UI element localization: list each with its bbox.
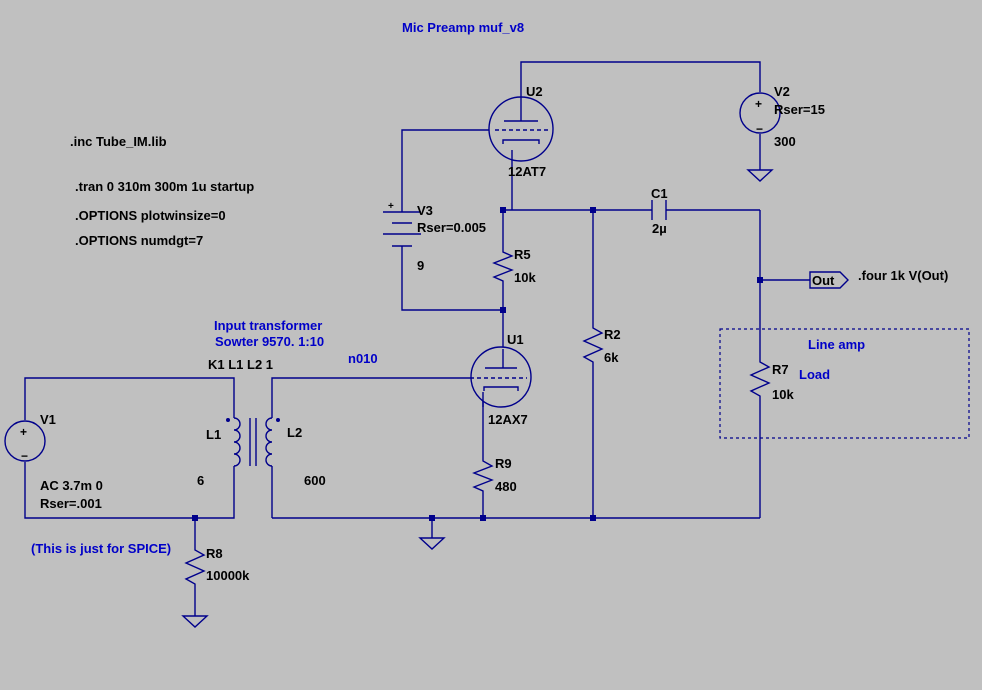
- v2-value[interactable]: 300: [774, 134, 796, 149]
- v2-name[interactable]: V2: [774, 84, 790, 99]
- c1-value[interactable]: 2µ: [652, 221, 667, 236]
- u1-model[interactable]: 12AX7: [488, 412, 528, 427]
- svg-text:−: −: [756, 122, 763, 136]
- coupling-directive[interactable]: K1 L1 L2 1: [208, 357, 273, 372]
- l1-name[interactable]: L1: [206, 427, 221, 442]
- transformer-note-line1: Input transformer: [214, 318, 322, 333]
- resistor-r5-symbol[interactable]: [492, 247, 514, 285]
- out-port-label: Out: [812, 273, 835, 288]
- wires: [24, 61, 810, 616]
- c1-name[interactable]: C1: [651, 186, 668, 201]
- line-amp-box: [719, 328, 970, 439]
- transformer-core-symbol: [249, 418, 257, 466]
- ground-icon: [746, 169, 774, 182]
- directive-options-numdgt[interactable]: .OPTIONS numdgt=7: [75, 233, 203, 248]
- r8-value[interactable]: 10000k: [206, 568, 250, 583]
- inductor-l2-symbol[interactable]: [265, 410, 280, 470]
- tube-u1-symbol[interactable]: [470, 346, 532, 408]
- line-amp-note: Line amp: [808, 337, 865, 352]
- r7-value[interactable]: 10k: [772, 387, 794, 402]
- spice-note: (This is just for SPICE): [31, 541, 171, 556]
- directive-four[interactable]: .four 1k V(Out): [858, 268, 948, 283]
- ground-icon: [418, 537, 446, 550]
- voltage-source-v2-symbol[interactable]: + −: [739, 92, 781, 136]
- r9-value[interactable]: 480: [495, 479, 517, 494]
- l1-value[interactable]: 6: [197, 473, 204, 488]
- net-label-n010: n010: [348, 351, 378, 366]
- r9-name[interactable]: R9: [495, 456, 512, 471]
- schematic-title: Mic Preamp muf_v8: [402, 20, 524, 35]
- r7-name[interactable]: R7: [772, 362, 789, 377]
- directive-inc[interactable]: .inc Tube_IM.lib: [70, 134, 167, 149]
- out-port-flag[interactable]: Out: [809, 271, 849, 289]
- resistor-r9-symbol[interactable]: [472, 455, 494, 495]
- capacitor-c1-symbol[interactable]: [651, 200, 667, 220]
- ground-icon: [181, 615, 209, 628]
- voltage-source-v1-symbol[interactable]: + −: [4, 420, 46, 463]
- r8-name[interactable]: R8: [206, 546, 223, 561]
- resistor-r7-symbol[interactable]: [749, 356, 771, 402]
- svg-text:+: +: [20, 425, 27, 439]
- svg-text:−: −: [21, 449, 28, 463]
- r2-name[interactable]: R2: [604, 327, 621, 342]
- v2-rser[interactable]: Rser=15: [774, 102, 825, 117]
- l2-value[interactable]: 600: [304, 473, 326, 488]
- v3-rser[interactable]: Rser=0.005: [417, 220, 486, 235]
- v1-value[interactable]: AC 3.7m 0: [40, 478, 103, 493]
- v1-name[interactable]: V1: [40, 412, 56, 427]
- l2-name[interactable]: L2: [287, 425, 302, 440]
- svg-text:+: +: [388, 201, 394, 212]
- load-note: Load: [799, 367, 830, 382]
- r5-name[interactable]: R5: [514, 247, 531, 262]
- tube-u2-symbol[interactable]: [488, 96, 554, 162]
- transformer-note-line2: Sowter 9570. 1:10: [215, 334, 324, 349]
- v3-value[interactable]: 9: [417, 258, 424, 273]
- u2-model[interactable]: 12AT7: [508, 164, 546, 179]
- inductor-l1-symbol[interactable]: [226, 410, 241, 470]
- resistor-r8-symbol[interactable]: [184, 544, 206, 590]
- r5-value[interactable]: 10k: [514, 270, 536, 285]
- battery-v3-symbol[interactable]: +: [383, 201, 421, 248]
- v1-rser[interactable]: Rser=.001: [40, 496, 102, 511]
- svg-text:+: +: [755, 97, 762, 111]
- resistor-r2-symbol[interactable]: [582, 322, 604, 368]
- r2-value[interactable]: 6k: [604, 350, 619, 365]
- u1-name[interactable]: U1: [507, 332, 524, 347]
- directive-tran[interactable]: .tran 0 310m 300m 1u startup: [75, 179, 254, 194]
- v3-name[interactable]: V3: [417, 203, 433, 218]
- junction-dots: [192, 207, 763, 521]
- u2-name[interactable]: U2: [526, 84, 543, 99]
- directive-options-plotwinsize[interactable]: .OPTIONS plotwinsize=0: [75, 208, 226, 223]
